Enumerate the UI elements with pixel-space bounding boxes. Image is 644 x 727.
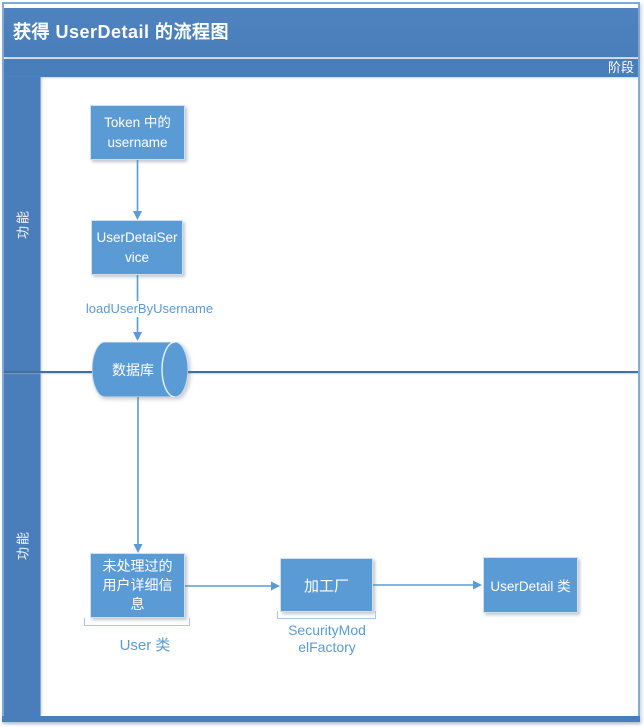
arrowhead-right-icon	[473, 580, 482, 590]
node-text-line: 加工厂	[303, 577, 349, 595]
connector-raw-detail-to-factory	[185, 581, 280, 591]
node-userdetail-class[interactable]: UserDetail 类	[483, 557, 578, 613]
grouping-bracket-user	[84, 618, 190, 626]
node-text-line: UserDetaiSer	[96, 229, 178, 245]
node-database-label: 数据库	[112, 361, 154, 378]
grouping-bracket-factory	[277, 611, 376, 619]
diagram-title-bar: 获得 UserDetail 的流程图	[4, 8, 638, 57]
arrowhead-down-icon	[133, 211, 142, 220]
arrowhead-right-icon	[271, 581, 280, 591]
node-text-line: username	[107, 134, 168, 150]
connector-database-to-raw-detail	[133, 397, 143, 553]
node-text-line: 未处理过的	[102, 558, 173, 574]
node-text-line: Token 中的	[104, 114, 171, 130]
connector-token-to-service	[133, 160, 142, 220]
node-token-username[interactable]: Token 中的 username	[90, 105, 185, 160]
label-factory-line: SecurityMod	[288, 622, 366, 638]
label-user-class: User 类	[95, 634, 195, 655]
label-factory-line: elFactory	[298, 639, 356, 655]
arrowhead-down-icon	[133, 332, 142, 341]
node-userdetail-service[interactable]: UserDetaiSer vice	[91, 220, 183, 275]
node-text-line: 息	[130, 596, 145, 612]
label-security-model-factory: SecurityMod elFactory	[277, 622, 377, 656]
arrowhead-down-icon	[133, 544, 143, 553]
diagram-bottom-edge	[2, 716, 640, 722]
diagram-title: 获得 UserDetail 的流程图	[13, 22, 230, 42]
node-factory[interactable]: 加工厂	[280, 558, 373, 612]
phase-band: 阶段	[4, 59, 638, 77]
label-load-method-text: loadUserByUsername	[85, 301, 214, 316]
node-text-line: vice	[124, 249, 149, 265]
database-cylinder-icon	[91, 341, 189, 398]
swimlane-header-column: 功能 功能	[4, 77, 41, 716]
node-raw-user-detail[interactable]: 未处理过的 用户详细信 息	[90, 553, 185, 618]
phase-label: 阶段	[607, 60, 634, 75]
node-text-line: 用户详细信	[102, 577, 173, 593]
lane-divider-line	[4, 371, 638, 373]
connector-factory-to-userdetail	[373, 580, 482, 590]
node-text-line: UserDetail 类	[490, 579, 571, 594]
label-load-method: loadUserByUsername	[57, 301, 242, 317]
node-database-cylinder[interactable]: 数据库	[91, 341, 189, 398]
label-user-class-text: User 类	[119, 637, 171, 654]
